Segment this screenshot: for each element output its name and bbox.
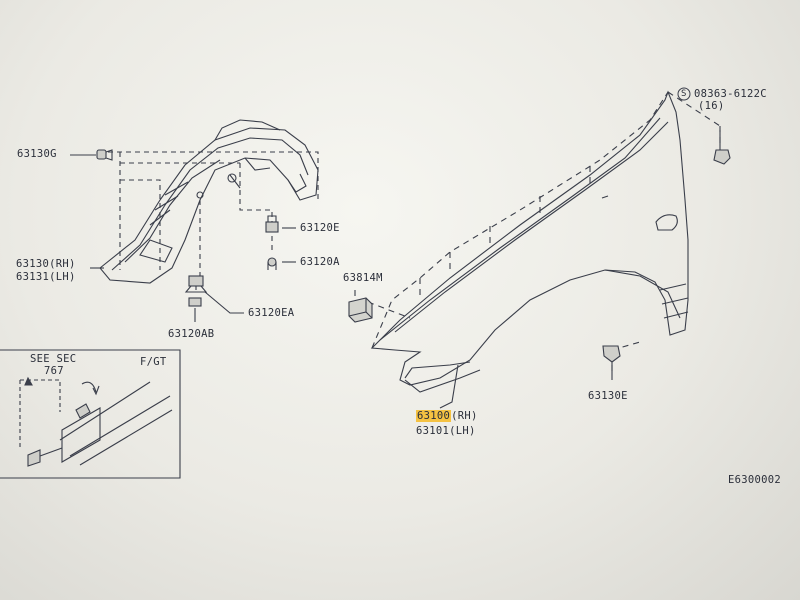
label-08363-6122C: 08363-6122C	[694, 88, 767, 100]
label-63120AB: 63120AB	[168, 328, 215, 340]
label-63101LH: 63101(LH)	[416, 425, 476, 437]
inset-box	[0, 349, 181, 479]
bolt-63120A	[267, 257, 277, 270]
label-63120E: 63120E	[300, 222, 340, 234]
label-63814M: 63814M	[343, 272, 383, 284]
block-63814M	[348, 297, 373, 323]
clip-63130E	[602, 345, 621, 380]
standard-part-symbol	[677, 87, 691, 101]
label-63131LH: 63131(LH)	[16, 271, 76, 283]
nut-63120E	[265, 215, 279, 233]
bolt-63120AB	[188, 297, 202, 307]
nut-63120EA	[184, 275, 208, 293]
inset-sec-number: 767	[44, 365, 64, 377]
highlight-63100: 63100	[416, 410, 452, 422]
clip-63130G	[96, 149, 113, 161]
fender-leaders	[354, 91, 721, 372]
figure-id: E6300002	[728, 474, 781, 486]
standard-part-symbol-letter: S	[681, 89, 687, 99]
inset-tag: F/GT	[140, 356, 167, 368]
inset-see-sec: SEE SEC	[30, 353, 77, 365]
label-63130E: 63130E	[588, 390, 628, 402]
label-63120A: 63120A	[300, 256, 340, 268]
fender-liner	[99, 119, 319, 284]
bolt-08363	[713, 130, 731, 165]
label-63100RH: 63100(RH)	[416, 410, 478, 422]
label-63120EA: 63120EA	[248, 307, 295, 319]
label-63130G: 63130G	[17, 148, 57, 160]
label-63100-side: (RH)	[451, 410, 478, 422]
front-fender	[370, 90, 689, 393]
label-bolt-qty: (16)	[698, 100, 725, 112]
label-63130RH: 63130(RH)	[16, 258, 76, 270]
